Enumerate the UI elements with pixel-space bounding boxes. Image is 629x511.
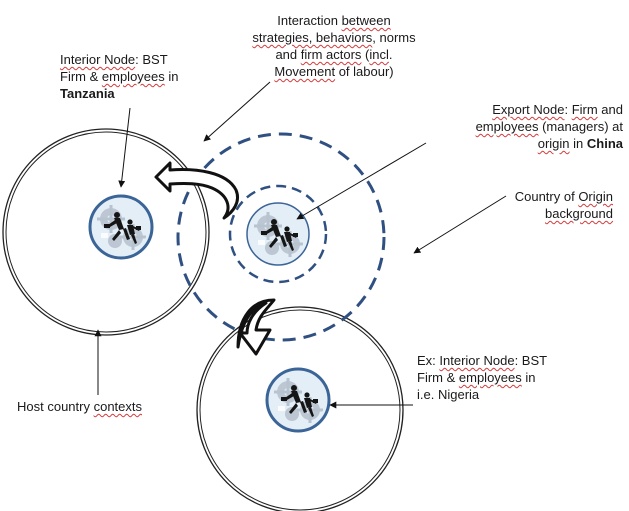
origin-inner-dashed-circle [228, 184, 328, 284]
tanzania-line-3: Tanzania [60, 86, 115, 101]
curved-arrow-icon [236, 298, 276, 356]
interaction-label: Interaction between strategies, behavior… [229, 12, 439, 80]
origin-line-1: Country of Origin [514, 189, 613, 204]
origin-line-2: background [545, 206, 613, 221]
interaction-pointer-arrow [203, 81, 271, 142]
origin-dashed-circle [176, 132, 386, 342]
nigeria-context-circle [196, 306, 404, 511]
interaction-line-1: Interaction between [277, 13, 391, 28]
origin-label: Country of Origin background [440, 188, 613, 222]
export-line-2: employees (managers) at [475, 119, 623, 134]
host-contexts-label: Host country contexts [17, 399, 143, 414]
export-node-label: Export Node: Firm and employees (manager… [413, 101, 623, 152]
tanzania-node-label: Interior Node: BST Firm & employees in T… [60, 51, 230, 102]
tanzania-line-1: Interior Node: BST [60, 52, 168, 67]
interaction-line-3: and firm actors (incl. [275, 47, 393, 62]
nigeria-line-1: Ex: Interior Node: BST [417, 353, 548, 368]
interaction-line-2: strategies, behaviors, norms [252, 30, 416, 45]
tanzania-pointer-arrow [118, 107, 131, 188]
nigeria-line-2: Firm & employees in [417, 370, 536, 385]
nigeria-line-3: i.e. Nigeria [417, 387, 480, 402]
tanzania-node [88, 194, 154, 260]
export-line-3: origin in China [537, 136, 623, 151]
export-pointer-arrow [296, 142, 427, 220]
origin-pointer-arrow [413, 195, 507, 254]
interaction-line-4: Movement of labour) [274, 64, 394, 79]
tanzania-context-circle [2, 128, 210, 336]
tanzania-line-2: Firm & employees in [60, 69, 179, 84]
nigeria-node-label: Ex: Interior Node: BST Firm & employees … [417, 352, 617, 403]
nigeria-context-circle-inner [199, 309, 401, 511]
export-line-1: Export Node: Firm and [492, 102, 623, 117]
nigeria-node [265, 367, 331, 433]
tanzania-context-circle-inner [5, 131, 207, 333]
curved-arrow-icon [154, 161, 239, 220]
china-node [246, 202, 310, 266]
